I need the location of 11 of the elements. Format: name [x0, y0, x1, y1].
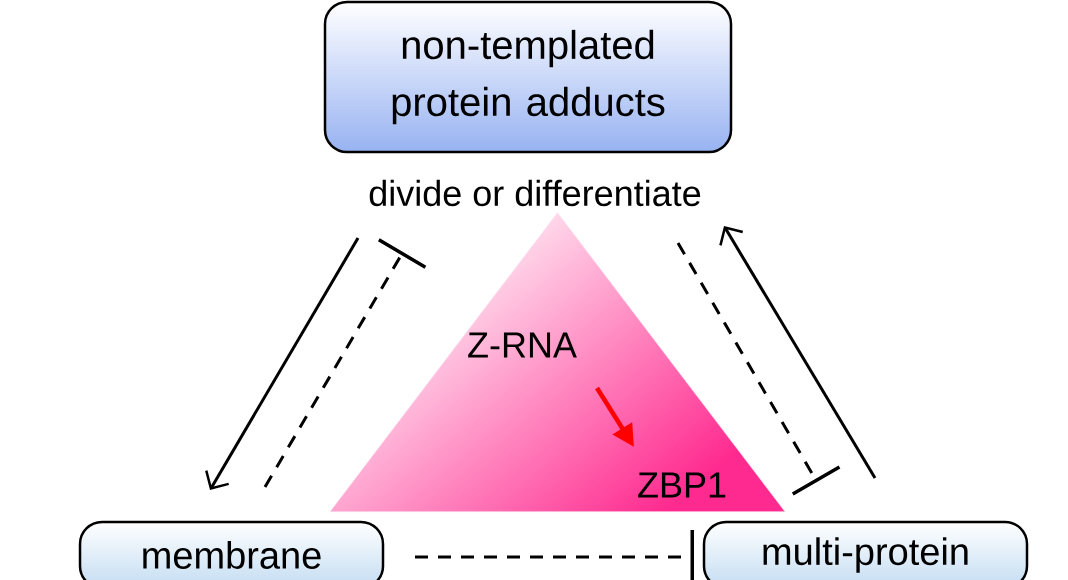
- inhibition-line: [415, 530, 694, 580]
- process-box: multi-protein: [702, 520, 1029, 580]
- arrow: [719, 226, 877, 479]
- text-label: ZBP1: [638, 472, 726, 498]
- text-label: Z-RNA: [468, 332, 577, 358]
- process-box: non-templated protein adducts: [323, 0, 733, 154]
- text-label: divide or differentiate: [369, 179, 701, 207]
- process-box: membrane: [78, 520, 385, 580]
- inhibition-line: [676, 242, 841, 496]
- arrow: [205, 237, 360, 490]
- gradient-triangle: [329, 212, 786, 512]
